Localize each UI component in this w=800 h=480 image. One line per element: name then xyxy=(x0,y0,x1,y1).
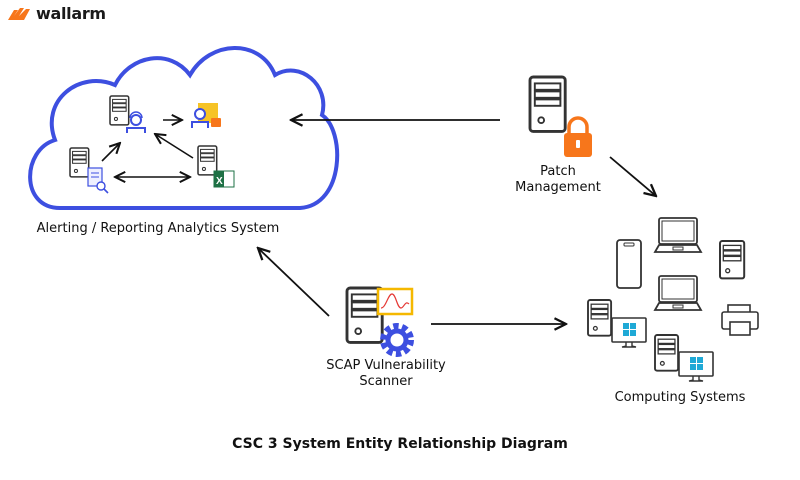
wallarm-logo-icon xyxy=(8,8,30,20)
edge-patch-to-computing xyxy=(609,156,656,196)
brand-name: wallarm xyxy=(36,4,106,23)
svg-text:X: X xyxy=(216,176,223,187)
computing-systems-group xyxy=(587,217,759,382)
desktop-tower-icon xyxy=(719,240,746,280)
alerting-label: Alerting / Reporting Analytics System xyxy=(36,221,280,236)
scap-label: SCAP Vulnerability Scanner xyxy=(286,358,486,390)
excel-icon: X xyxy=(213,170,235,188)
scap-label-line2: Scanner xyxy=(359,374,413,389)
arrow-doc-to-agent xyxy=(101,143,120,162)
windows-pc-icon xyxy=(654,334,714,382)
patch-label: Patch Management xyxy=(480,164,636,196)
patch-label-line2: Management xyxy=(515,180,601,195)
support-agent-icon xyxy=(126,111,146,133)
server-icon xyxy=(69,147,90,178)
edge-scap-to-alerting xyxy=(258,248,330,317)
lock-icon xyxy=(564,116,592,157)
cloud-shape xyxy=(28,46,340,210)
printer-icon xyxy=(721,304,759,336)
arrow-excel-to-agent xyxy=(155,134,194,159)
diagram-title: CSC 3 System Entity Relationship Diagram xyxy=(232,436,568,452)
scap-label-line1: SCAP Vulnerability xyxy=(326,358,446,373)
server-icon xyxy=(109,95,130,126)
laptop-icon xyxy=(654,217,702,253)
patch-label-line1: Patch xyxy=(540,164,576,179)
user-phone-lock-icon xyxy=(191,103,221,128)
patch-server-icon xyxy=(528,75,567,133)
gear-icon xyxy=(380,323,414,357)
laptop-icon xyxy=(654,275,702,311)
document-search-icon xyxy=(87,167,109,194)
computing-label: Computing Systems xyxy=(614,390,746,405)
phone-icon xyxy=(616,239,642,289)
windows-pc-icon xyxy=(587,299,647,348)
chart-monitor-icon xyxy=(376,287,414,316)
